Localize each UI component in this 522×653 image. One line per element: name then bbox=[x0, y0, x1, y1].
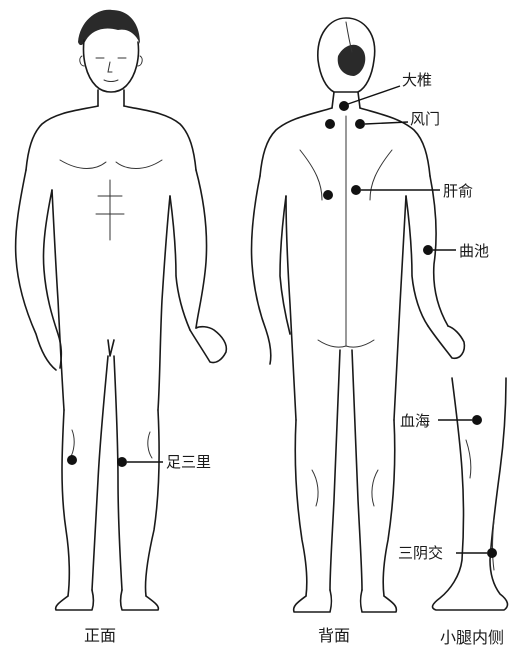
label-quchi: 曲池 bbox=[459, 242, 489, 260]
lower-leg-figure bbox=[433, 378, 508, 610]
acupoint-dot-quchi bbox=[423, 245, 433, 255]
front-figure bbox=[16, 10, 227, 610]
leader-line-fengmen bbox=[365, 122, 408, 124]
label-zusanli: 足三里 bbox=[166, 453, 211, 471]
acupoint-dot-xuehai bbox=[472, 415, 482, 425]
back-figure bbox=[251, 18, 464, 612]
acupoint-dot-zusanli-left bbox=[67, 455, 77, 465]
acupoint-dot-ganshu-right bbox=[351, 185, 361, 195]
label-fengmen: 风门 bbox=[410, 110, 440, 128]
label-dazhui: 大椎 bbox=[402, 71, 432, 89]
acupoint-dot-fengmen-left bbox=[325, 119, 335, 129]
acupoint-dot-zusanli-right bbox=[117, 457, 127, 467]
label-sanyinjiao: 三阴交 bbox=[398, 544, 443, 562]
caption-front: 正面 bbox=[84, 626, 116, 645]
acupoint-dot-ganshu-left bbox=[323, 190, 333, 200]
caption-back: 背面 bbox=[318, 626, 350, 645]
label-xuehai: 血海 bbox=[400, 412, 430, 430]
label-ganshu: 肝俞 bbox=[443, 182, 473, 200]
acupoint-dot-sanyinjiao bbox=[487, 548, 497, 558]
leader-line-dazhui bbox=[348, 86, 400, 104]
acupoint-dot-dazhui bbox=[339, 101, 349, 111]
acupoint-dot-fengmen-right bbox=[355, 119, 365, 129]
caption-leg: 小腿内侧 bbox=[440, 628, 504, 647]
